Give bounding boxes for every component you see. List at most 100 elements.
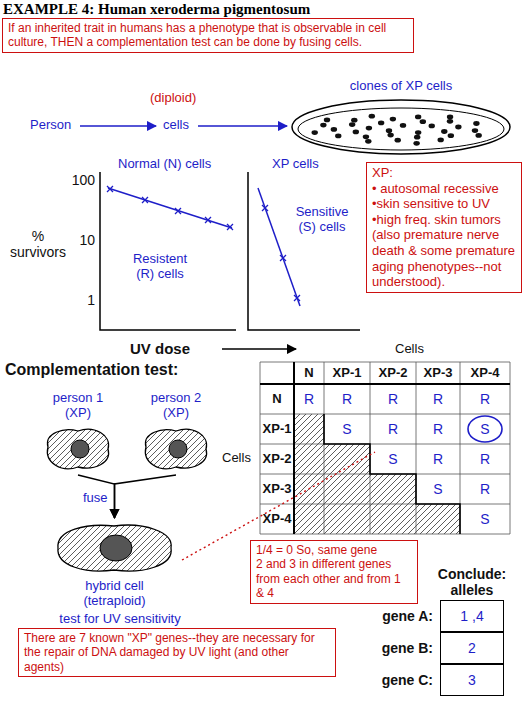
axis-tick: 10 — [79, 232, 95, 248]
cell-drawing: person 1 (XP) — [42, 425, 114, 473]
label-holder: XP-1 — [263, 422, 292, 437]
label-holder: Cells — [222, 451, 251, 466]
edge-label-holder: fuse — [82, 491, 109, 506]
table-cell: R — [480, 481, 490, 497]
hybrid-cell: hybrid cell (tetraploid) — [52, 520, 177, 576]
label-holder: XP-3 — [424, 366, 453, 381]
row-header: XP-2 — [263, 452, 292, 467]
label-holder: XP-4 — [471, 366, 500, 381]
table-cell: S — [342, 421, 351, 437]
label-holder: gene B: — [382, 640, 433, 656]
label-holder: N — [304, 366, 313, 381]
note-box: If an inherited trait in humans has a ph… — [2, 18, 414, 53]
label-holder: XP cells — [272, 157, 319, 172]
section-heading: Complementation test: — [5, 361, 178, 379]
allele-number: 3 — [468, 672, 476, 688]
table-heading: Conclude: alleles — [422, 566, 522, 598]
allele-box: 2 — [440, 632, 504, 664]
label-holder: S — [480, 511, 489, 527]
column-header: N — [304, 366, 313, 381]
survival-charts — [100, 172, 360, 349]
note-box: There are 7 known "XP" genes--they are n… — [18, 628, 336, 677]
label-holder: R — [480, 451, 490, 467]
table-cell: S — [388, 451, 397, 467]
label-holder: test for UV sensitivity — [59, 612, 180, 627]
label-holder: Normal (N) cells — [118, 157, 211, 172]
label-holder: XP-3 — [263, 482, 292, 497]
note-text: There are 7 known "XP" genes--they are n… — [24, 631, 330, 674]
table-cell: R — [480, 451, 490, 467]
column-header: XP-2 — [379, 366, 408, 381]
row-header: XP-1 — [263, 422, 292, 437]
flow-label: cells — [163, 118, 189, 133]
flow-label: (diploid) — [150, 91, 196, 106]
row-header: N — [272, 392, 281, 407]
label-holder: Cells — [395, 342, 424, 357]
table-cell: R — [342, 391, 352, 407]
note-box: 1/4 = 0 So, same gene2 and 3 in differen… — [250, 540, 418, 604]
cell-label: clones of XP cells — [350, 79, 452, 94]
label-holder: N — [272, 392, 281, 407]
label-holder: Sensitive (S) cells — [289, 205, 355, 235]
cell-outline — [42, 425, 114, 473]
table-cell: R — [388, 421, 398, 437]
label-holder: R — [388, 391, 398, 407]
label-holder: (diploid) — [150, 91, 196, 106]
note-text: •high freq. skin tumors — [372, 212, 516, 228]
heading-holder: person 1 (XP) — [45, 391, 111, 421]
label-holder: cells — [163, 118, 189, 133]
table-heading: Cells — [395, 342, 424, 357]
gene-label: gene B: — [382, 640, 433, 656]
table-heading: Cells — [222, 451, 251, 466]
column-header: XP-3 — [424, 366, 453, 381]
label-holder: gene A: — [382, 608, 433, 624]
axis-title: % survivors — [2, 228, 74, 260]
table-cell: S — [433, 481, 442, 497]
heading-holder: hybrid cell (tetraploid) — [70, 579, 160, 609]
label-holder: S — [342, 421, 351, 437]
cell-label: hybrid cell (tetraploid) — [70, 579, 160, 609]
label-holder: Complementation test: — [5, 361, 178, 379]
flow-label: Person — [30, 118, 71, 133]
table-cell: R — [304, 391, 314, 407]
label-holder: R — [480, 391, 490, 407]
note-text: (also premature nerve death & some prema… — [372, 227, 516, 289]
series-label: Resistent (R) cells — [124, 252, 196, 282]
label-holder: R — [433, 451, 443, 467]
series-label: XP cells — [272, 157, 319, 172]
row-header: XP-4 — [263, 512, 292, 527]
allele-box: 3 — [440, 664, 504, 696]
fuse-arrow — [115, 475, 177, 518]
table-cell: R — [480, 391, 490, 407]
gene-label: gene C: — [382, 672, 433, 688]
note-text: • autosomal recessive — [372, 181, 516, 197]
table-cell: R — [433, 391, 443, 407]
gene-label: gene A: — [382, 608, 433, 624]
label-holder: Resistent (R) cells — [124, 252, 196, 282]
table-cell: R — [388, 391, 398, 407]
cell-outline — [140, 425, 212, 473]
cell-drawing: person 2 (XP) — [140, 425, 212, 473]
allele-number: 1 ,4 — [460, 608, 483, 624]
label-holder: 10 — [79, 232, 95, 248]
label-holder: Person — [30, 118, 71, 133]
dish-outline — [290, 98, 512, 156]
note-text: 2 and 3 in different genes from each oth… — [256, 557, 412, 600]
label-holder: XP-4 — [263, 512, 292, 527]
hybrid-outline — [52, 520, 177, 576]
axis-title: UV dose — [130, 340, 190, 357]
note-box: XP:• autosomal recessive•skin sensitive … — [366, 162, 522, 293]
label-holder: 1 — [87, 292, 95, 308]
column-header: XP-1 — [333, 366, 362, 381]
title: EXAMPLE 4: Human xeroderma pigmentosum — [3, 1, 310, 18]
heading-holder: person 2 (XP) — [143, 391, 209, 421]
table-cell: S — [480, 421, 489, 437]
label-holder: XP-2 — [263, 452, 292, 467]
label-holder: S — [480, 421, 489, 437]
label-holder: Conclude: alleles — [422, 566, 522, 598]
caption-label: test for UV sensitivity — [59, 612, 180, 627]
series-label: Normal (N) cells — [118, 157, 211, 172]
edge-label: fuse — [83, 491, 108, 506]
